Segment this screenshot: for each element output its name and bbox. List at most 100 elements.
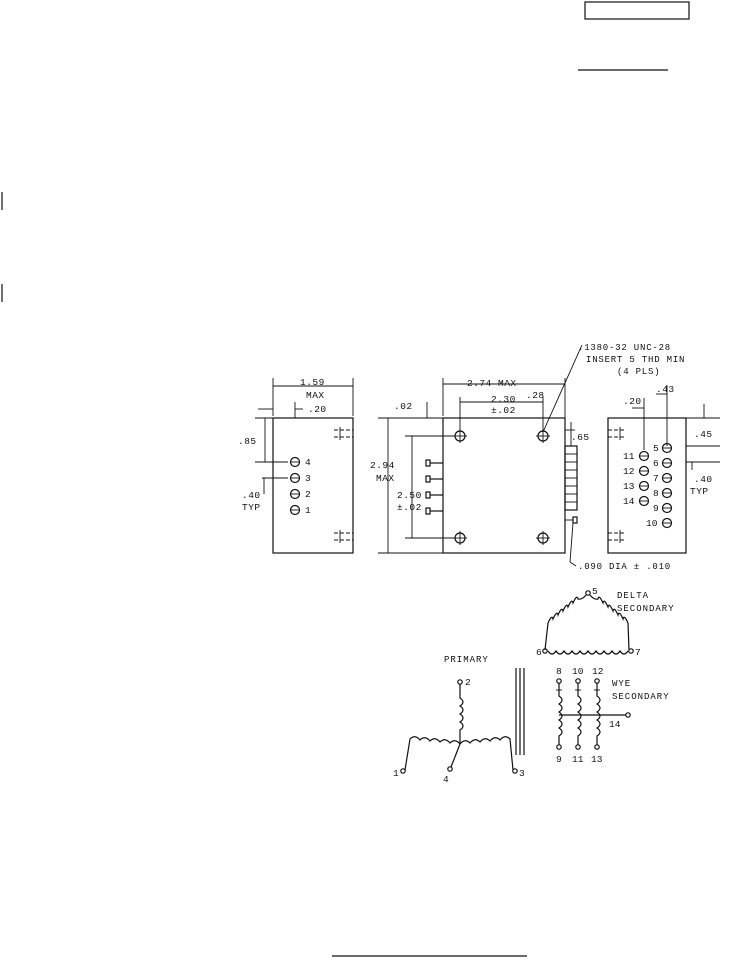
left-pin-label: 2: [305, 489, 311, 500]
right-dim-pitch-note: TYP: [690, 486, 709, 497]
primary-terminal-label: 3: [519, 768, 525, 779]
left-dim-width-note: MAX: [306, 390, 325, 401]
primary-schematic: PRIMARY 2 4 1 3: [393, 655, 525, 785]
right-terminal-pin: [661, 457, 673, 469]
right-terminal-pin: [638, 450, 650, 462]
wye-bottom-label: 13: [591, 754, 603, 765]
left-terminal-pin: [289, 472, 301, 484]
delta-label: DELTA: [617, 591, 649, 601]
primary-terminal-label: 1: [393, 768, 399, 779]
left-dim-pitch-note: TYP: [242, 502, 261, 513]
wye-label: WYE: [612, 679, 631, 689]
right-terminal-pin: [661, 517, 673, 529]
wye-top-label: 8: [556, 666, 562, 677]
right-pin-label: 13: [623, 481, 635, 492]
wye-label-secondary: SECONDARY: [612, 692, 670, 702]
wye-secondary-schematic: 8 10 12 14 9 11 13 WYE SECONDARY: [556, 666, 670, 765]
right-terminal-pin: [661, 472, 673, 484]
right-pin-label: 6: [653, 458, 659, 469]
front-dim-height: 2.94: [370, 460, 395, 471]
right-pin-label: 7: [653, 473, 659, 484]
right-terminal-pin: [638, 480, 650, 492]
wye-terminal-node: [594, 744, 600, 750]
left-dim-pin-offset: .20: [308, 404, 327, 415]
right-side-view: .20 .43 .45 .40 TYP 11 12 13 14 5 6 7 8 …: [607, 384, 720, 554]
wye-terminal-node: [556, 744, 562, 750]
dia-note: .090 DIA ± .010: [578, 562, 671, 572]
left-dim-width: 1.59: [300, 377, 325, 388]
front-dim-height-note: MAX: [376, 473, 395, 484]
mounting-insert: [453, 429, 467, 443]
front-terminal-stub: [425, 507, 443, 515]
insert-note-line-1: .1380-32 UNC-28: [578, 343, 671, 353]
right-pin-label: 10: [646, 518, 658, 529]
right-dim-top: .45: [694, 429, 713, 440]
right-terminal-pin: [661, 487, 673, 499]
right-terminal-pin: [638, 465, 650, 477]
delta-terminal-label: 6: [536, 647, 542, 658]
front-terminal-stub: [425, 475, 443, 483]
front-dim-gap: .02: [394, 401, 413, 412]
primary-terminal-label: 2: [465, 677, 471, 688]
transformer-core: [515, 668, 525, 755]
right-pin-label: 5: [653, 443, 659, 454]
front-terminal-stub: [425, 459, 443, 467]
left-dim-pitch: .40: [242, 490, 261, 501]
wye-top-label: 10: [572, 666, 584, 677]
left-side-view: 1.59 MAX .20 .85 .40 TYP 4 3 2 1: [238, 377, 354, 554]
front-dim-vert-spacing: 2.50: [397, 490, 422, 501]
right-terminal-pin: [661, 502, 673, 514]
right-dim-offset: .20: [623, 396, 642, 407]
left-terminal-pin: [289, 456, 301, 468]
delta-terminal-node: [628, 648, 634, 654]
primary-terminal-node: [512, 768, 518, 774]
left-terminal-pin: [289, 488, 301, 500]
wye-bottom-label: 11: [572, 754, 584, 765]
front-dim-length: 2.74 MAX: [467, 378, 517, 389]
front-dim-spacing-tol: ±.02: [491, 405, 516, 416]
primary-label: PRIMARY: [444, 655, 489, 665]
right-terminal-pin: [638, 495, 650, 507]
right-pin-label: 12: [623, 466, 635, 477]
delta-secondary-schematic: 5 6 7 DELTA SECONDARY: [536, 586, 675, 658]
wye-bottom-label: 9: [556, 754, 562, 765]
right-side-body: [607, 417, 687, 554]
primary-terminal-label: 4: [443, 774, 449, 785]
front-dim-vert-tol: ±.02: [397, 502, 422, 513]
wye-top-label: 12: [592, 666, 604, 677]
left-dim-top-to-pin: .85: [238, 436, 257, 447]
front-terminal-stub: [425, 491, 443, 499]
right-dim-pitch-v: .40: [694, 474, 713, 485]
header-box: [584, 1, 690, 20]
wye-terminal-node: [575, 678, 581, 684]
delta-terminal-label: 7: [635, 647, 641, 658]
mounting-insert: [453, 531, 467, 545]
primary-terminal-node: [457, 679, 463, 685]
wye-terminal-node: [594, 678, 600, 684]
insert-note-line-3: (4 PLS): [617, 367, 660, 377]
front-view: 2.74 MAX 2.30 ±.02 .28 .02 2.94 MAX 2.50…: [370, 343, 685, 572]
right-pin-label: 8: [653, 488, 659, 499]
right-dim-pitch-h: .43: [656, 384, 675, 395]
delta-terminal-node: [585, 590, 591, 596]
front-dim-edge: .28: [526, 390, 545, 401]
wye-neutral-label: 14: [609, 719, 621, 730]
left-terminal-pin: [289, 504, 301, 516]
left-side-body: [272, 417, 354, 554]
delta-terminal-node: [542, 648, 548, 654]
right-pin-label: 11: [623, 451, 635, 462]
wye-terminal-node: [556, 678, 562, 684]
delta-terminal-label: 5: [592, 586, 598, 597]
right-terminal-pin: [661, 442, 673, 454]
right-pin-label: 14: [623, 496, 635, 507]
front-dim-spacing: 2.30: [491, 394, 516, 405]
delta-label-secondary: SECONDARY: [617, 604, 675, 614]
wye-terminal-node: [625, 712, 631, 718]
left-pin-label: 3: [305, 473, 311, 484]
left-pin-label: 1: [305, 505, 311, 516]
insert-note-line-2: INSERT 5 THD MIN: [586, 355, 685, 365]
wye-terminal-node: [575, 744, 581, 750]
right-pin-label: 9: [653, 503, 659, 514]
primary-terminal-node: [400, 768, 406, 774]
